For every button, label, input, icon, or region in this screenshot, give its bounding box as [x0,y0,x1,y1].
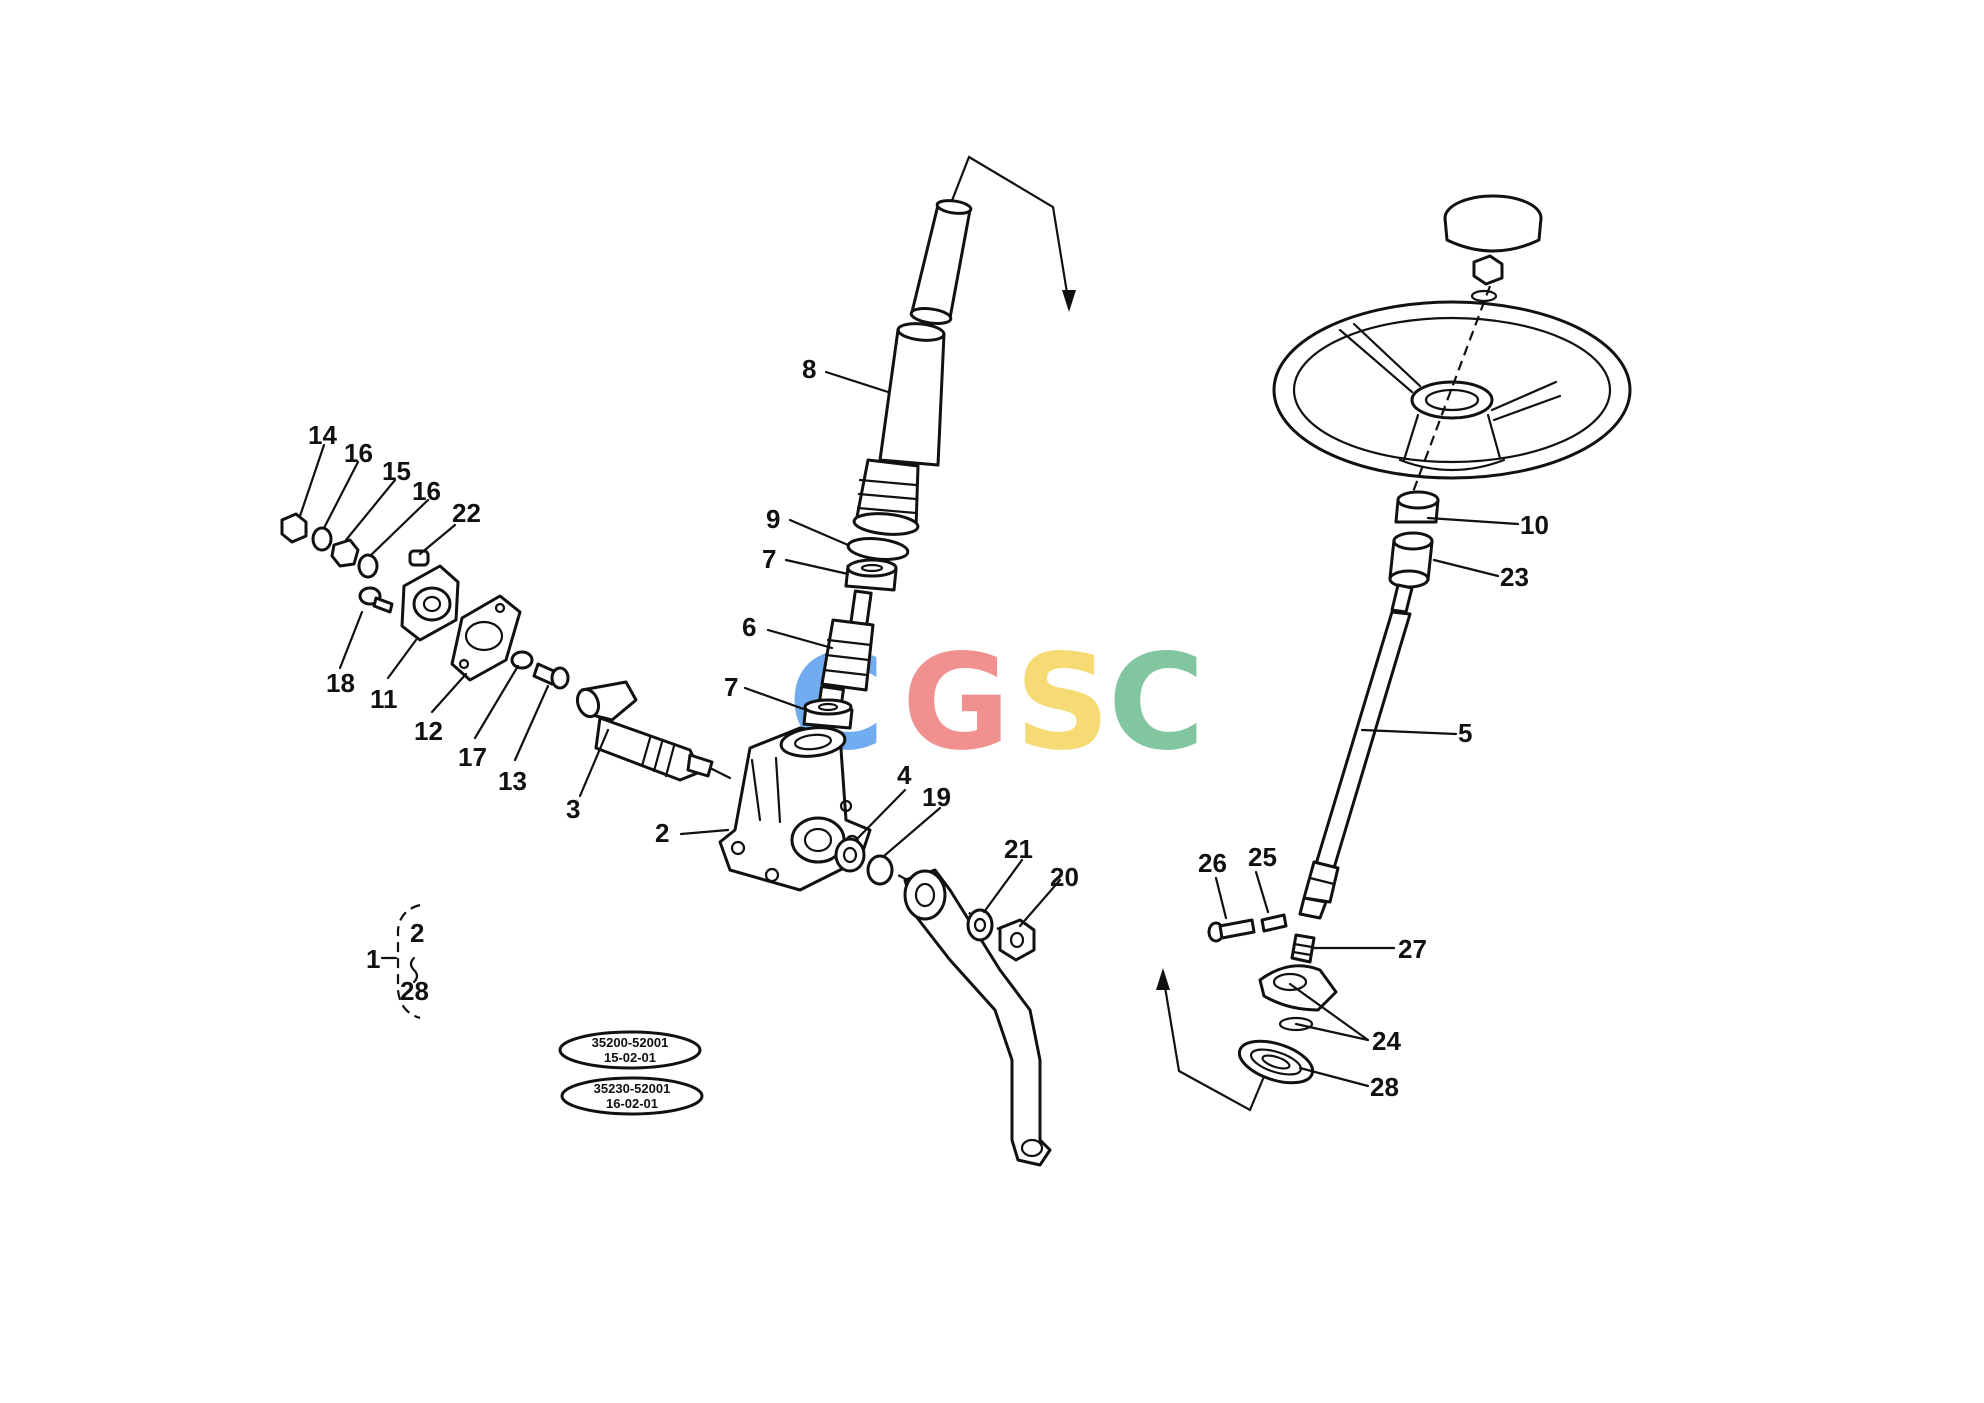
callout-11: 11 [370,684,398,714]
callout-5: 5 [1458,718,1472,748]
part-2-gear-box [718,726,872,892]
callout-12: 12 [414,716,443,746]
wheel-axis-line [1408,285,1492,501]
ref-2-line-1: 35230-52001 [594,1081,671,1096]
callout-2: 2 [655,818,669,848]
steering-wheel [1272,300,1632,480]
watermark-letter-2: G [902,626,1010,780]
part-7-bearing-lower [802,698,854,730]
part-12-gasket [450,594,522,682]
callout-8: 8 [802,354,816,384]
callout-3: 3 [566,794,580,824]
callout-7-lower: 7 [724,672,738,702]
part-27-universal-joint [1290,933,1316,964]
callout-27: 27 [1398,934,1427,964]
callout-13: 13 [498,766,527,796]
callout-7-upper: 7 [762,544,776,574]
part-26-bolt [1207,918,1256,943]
reference-badge-1: 35200-52001 15-02-01 [558,1030,702,1070]
callout-2-assembly: 2 [410,918,424,948]
callout-15: 15 [382,456,411,486]
callout-10: 10 [1520,510,1549,540]
part-25-spring-pin [1260,913,1288,933]
part-18-bolt [358,586,394,614]
assembly-bracket: 1 2 28 [366,903,429,1020]
callout-16-b: 16 [412,476,441,506]
callout-4: 4 [897,760,912,790]
callout-23: 23 [1500,562,1529,592]
part-14-nut [280,512,308,544]
part-19-washer [866,854,894,886]
axis-line-left [708,766,732,780]
part-21-lock-washer [966,908,994,942]
leader-lines [298,370,1520,1088]
ref-1-line-1: 35200-52001 [592,1035,669,1050]
callout-labels: 8 9 7 6 7 2 3 4 19 21 20 10 23 5 26 25 2… [308,354,1549,1102]
reference-badge-2: 35230-52001 16-02-01 [560,1076,704,1116]
ref-1-line-2: 15-02-01 [604,1050,656,1065]
part-17-nut [510,650,534,670]
part-22-bolt [408,549,430,567]
callout-24: 24 [1372,1026,1401,1056]
callout-21: 21 [1004,834,1033,864]
callout-26: 26 [1198,848,1227,878]
part-16-washer-b [357,553,379,579]
callout-20: 20 [1050,862,1079,892]
callout-14: 14 [308,420,337,450]
watermark-letter-3: S [1015,626,1110,780]
ref-2-line-2: 16-02-01 [606,1096,658,1111]
callout-17: 17 [458,742,487,772]
callout-22: 22 [452,498,481,528]
part-8-column-tube [852,199,973,536]
part-10-bushing [1394,490,1440,524]
part-5-steering-shaft [1298,583,1414,920]
callout-6: 6 [742,612,756,642]
part-24-plate [1258,964,1338,1032]
callout-1: 1 [366,944,380,974]
callout-16-a: 16 [344,438,373,468]
part-13-adjust-screw [532,662,570,690]
part-28-boot [1237,1039,1315,1085]
part-4-oil-seal [834,837,866,873]
callout-28-assembly: 28 [400,976,429,1006]
callout-25: 25 [1248,842,1277,872]
part-15-nut [330,538,360,568]
part-20-nut [998,918,1036,962]
part-3-sector-shaft [575,680,714,782]
part-9-o-ring [846,537,910,561]
callout-28: 28 [1370,1072,1399,1102]
callout-19: 19 [922,782,951,812]
part-16-washer-a [311,526,333,552]
watermark-letter-4: C [1108,626,1205,780]
part-11-side-cover [400,564,460,642]
part-23-column-bushing [1388,531,1434,589]
direction-arrow-bottom [1156,968,1267,1112]
part-7-bearing-upper [844,558,898,592]
horn-cap [1443,194,1543,253]
callout-18: 18 [326,668,355,698]
callout-9: 9 [766,504,780,534]
